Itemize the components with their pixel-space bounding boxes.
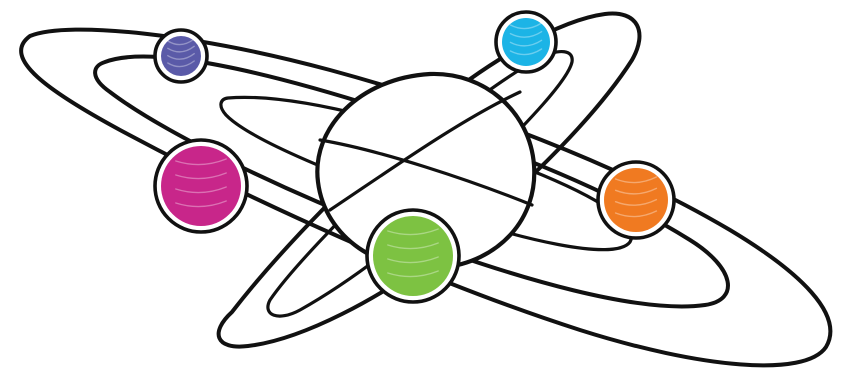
planet-blue-violet: [155, 30, 207, 82]
planet-orange: [598, 162, 674, 238]
planet-green: [367, 210, 459, 302]
planet-fill: [502, 18, 550, 66]
planet-fill: [604, 168, 668, 232]
planet-fill: [373, 216, 453, 296]
planet-fill: [161, 146, 241, 226]
planet-cyan: [496, 12, 556, 72]
planet-magenta: [155, 140, 247, 232]
planet-fill: [161, 36, 201, 76]
